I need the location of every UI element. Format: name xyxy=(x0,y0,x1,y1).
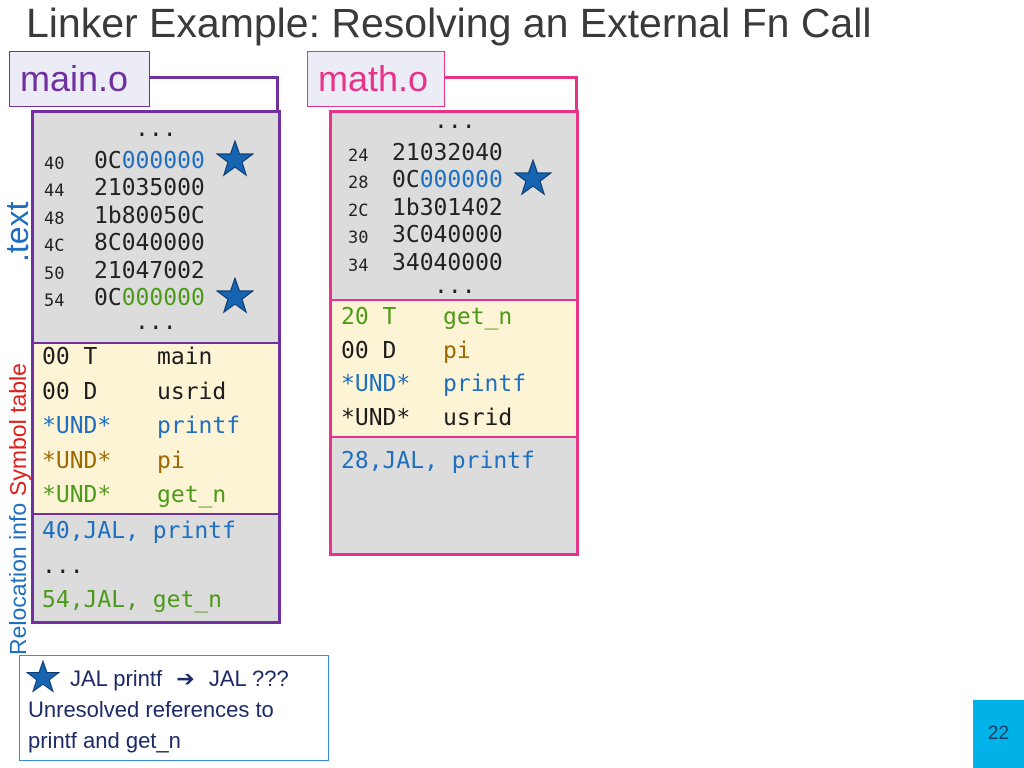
math-o-bracket xyxy=(443,76,578,112)
relocation-info-label: Relocation info xyxy=(5,502,31,655)
symbol-name: pi xyxy=(443,337,471,364)
symbol-type: *UND* xyxy=(341,371,411,397)
instruction-address: 4C xyxy=(44,236,65,256)
instruction-hex: 1b301402 xyxy=(392,194,503,221)
instruction-hex: 34040000 xyxy=(392,249,503,276)
legend-line-3: printf and get_n xyxy=(28,728,181,753)
ellipsis: ... xyxy=(135,116,177,142)
math-o-relocation-section xyxy=(332,438,576,553)
symbol-type: *UND* xyxy=(42,447,112,474)
main-o-star-icon xyxy=(216,277,254,314)
instruction-address: 44 xyxy=(44,181,65,201)
main-o-star-icon xyxy=(216,139,254,177)
symbol-name: usrid xyxy=(157,378,227,405)
instruction-address: 24 xyxy=(348,145,369,166)
legend-jal-printf: JAL printf xyxy=(70,666,163,691)
main-o-divider-2 xyxy=(34,513,278,515)
symbol-type: 20 T xyxy=(341,304,397,330)
ellipsis: ... xyxy=(434,108,476,134)
main-o-relocation-section xyxy=(34,515,278,621)
text-section-label: .text xyxy=(0,201,35,262)
instruction-address: 54 xyxy=(44,291,65,311)
relocation-entry: ... xyxy=(42,552,84,579)
math-o-divider-2 xyxy=(332,436,576,438)
slide-title: Linker Example: Resolving an External Fn… xyxy=(26,0,872,46)
math-o-symbol-section xyxy=(332,301,576,436)
legend-star-icon xyxy=(26,660,60,693)
symbol-type: *UND* xyxy=(42,413,112,439)
relocation-entry: 28,JAL, printf xyxy=(341,448,535,474)
relocation-entry: 40,JAL, printf xyxy=(42,518,236,544)
math-o-divider-1 xyxy=(332,299,576,301)
instruction-hex: 21047002 xyxy=(94,257,205,284)
instruction-hex: 21032040 xyxy=(392,139,503,166)
instruction-hex: 0C000000 xyxy=(94,147,205,174)
legend-line-2: Unresolved references to xyxy=(28,697,274,722)
symbol-type: 00 D xyxy=(42,378,98,405)
math-o-label: math.o xyxy=(307,51,445,107)
instruction-hex: 0C000000 xyxy=(94,285,205,311)
symbol-name: printf xyxy=(157,413,241,439)
symbol-name: get_n xyxy=(157,482,227,508)
main-o-divider-1 xyxy=(34,342,278,344)
ellipsis: ... xyxy=(434,273,476,299)
instruction-hex: 1b80050C xyxy=(94,202,205,229)
instruction-hex: 21035000 xyxy=(94,175,205,201)
instruction-hex: 3C040000 xyxy=(392,222,503,248)
math-o-panel xyxy=(329,110,579,556)
instruction-address: 50 xyxy=(44,263,65,284)
symbol-type: 00 D xyxy=(341,337,397,364)
main-o-label: main.o xyxy=(9,51,150,107)
legend-box: JAL printf ➔ JAL ??? Unresolved referenc… xyxy=(19,655,329,761)
legend-line-1: JAL printf ➔ JAL ??? xyxy=(70,666,289,692)
main-o-symbol-section xyxy=(34,344,278,514)
instruction-address: 48 xyxy=(44,208,65,229)
main-o-bracket xyxy=(148,76,279,112)
symbol-name: main xyxy=(157,344,213,370)
math-o-text-section xyxy=(332,113,576,300)
legend-jal-unknown: JAL ??? xyxy=(208,666,289,691)
symbol-table-label: Symbol table xyxy=(5,363,31,496)
instruction-address: 40 xyxy=(44,153,65,174)
instruction-address: 28 xyxy=(348,173,369,193)
arrow-right-icon: ➔ xyxy=(176,666,195,691)
instruction-address: 30 xyxy=(348,228,369,248)
symbol-type: 00 T xyxy=(42,344,98,370)
page-number: 22 xyxy=(973,700,1024,768)
relocation-entry: 54,JAL, get_n xyxy=(42,587,223,613)
instruction-address: 2C xyxy=(348,200,369,221)
symbol-type: *UND* xyxy=(341,404,411,431)
symbol-name: get_n xyxy=(443,304,513,330)
symbol-type: *UND* xyxy=(42,482,112,508)
instruction-hex: 0C000000 xyxy=(392,167,503,193)
instruction-hex: 8C040000 xyxy=(94,230,205,256)
instruction-address: 34 xyxy=(348,255,369,276)
ellipsis: ... xyxy=(135,308,177,335)
symbol-name: printf xyxy=(443,371,527,397)
symbol-name: pi xyxy=(157,447,185,474)
symbol-name: usrid xyxy=(443,404,513,431)
math-o-star-icon xyxy=(514,159,552,196)
